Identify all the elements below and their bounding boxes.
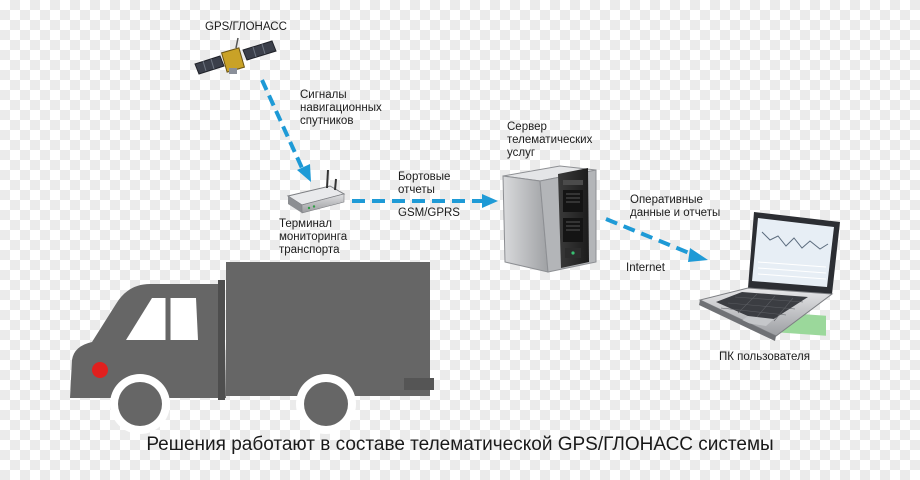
label-line: данные и отчеты: [630, 207, 721, 219]
truck-window: [126, 298, 198, 340]
link-server-to-pc: [605, 217, 708, 262]
truck-cargo-box: [226, 262, 430, 396]
label-line: транспорта: [279, 244, 340, 256]
terminal-device-icon: [286, 169, 346, 214]
label-line: Сигналы: [300, 89, 347, 101]
server-icon: [502, 165, 597, 273]
label-line: мониторинга: [279, 231, 348, 243]
gsm-gprs-label: GSM/GPRS: [398, 207, 460, 219]
label-line: отчеты: [398, 184, 435, 196]
label-line: Оперативные: [630, 194, 703, 206]
satellite-icon: [194, 37, 277, 75]
truck-icon: [70, 262, 434, 434]
label-line: телематических: [507, 134, 593, 146]
satellite-signal-label: Сигналы навигационных спутников: [300, 89, 382, 128]
link-satellite-to-terminal: [260, 79, 311, 182]
operational-data-label: Оперативные данные и отчеты: [630, 194, 720, 220]
truck-wheel-front: [118, 382, 162, 426]
label-line: услуг: [507, 147, 536, 159]
terminal-label: Терминал мониторинга транспорта: [279, 218, 347, 257]
truck-wheel-rear: [304, 382, 348, 426]
server-label: Сервер телематических услуг: [507, 121, 592, 160]
label-line: спутников: [300, 115, 354, 127]
diagram-caption: Решения работают в составе телематическо…: [146, 434, 774, 455]
link-terminal-to-server: [352, 194, 498, 208]
internet-label: Internet: [626, 262, 665, 274]
label-line: Бортовые: [398, 171, 451, 183]
satellite-label: GPS/ГЛОНАСС: [205, 21, 287, 33]
truck-headlight: [92, 362, 108, 378]
label-line: Сервер: [507, 121, 547, 133]
onboard-reports-label: Бортовые отчеты: [398, 171, 450, 197]
user-pc-label: ПК пользователя: [719, 351, 810, 363]
label-line: навигационных: [300, 102, 382, 114]
label-line: Терминал: [279, 218, 332, 230]
laptop-icon: [698, 212, 840, 341]
